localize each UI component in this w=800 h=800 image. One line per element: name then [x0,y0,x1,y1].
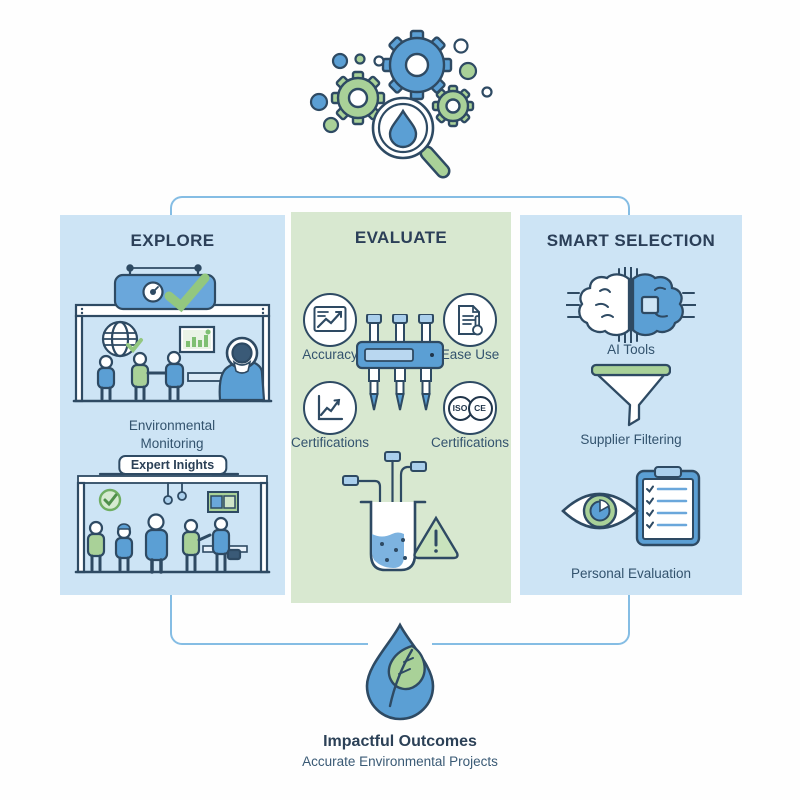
document-touch-icon [443,293,497,347]
smart-item-label: AI Tools [607,342,655,357]
top-connector-bracket [170,196,630,217]
gear-icon-green-right [431,84,475,128]
check-circle-icon [98,488,122,512]
visitors-figures [96,350,185,401]
feature-label: Accuracy [302,347,358,362]
gear-icon-green-left [330,70,386,126]
smart-item-label: Supplier Filtering [580,432,682,447]
expert-insights-scene: Expert Inights [70,455,275,591]
feature-label: Ease Use [440,347,500,362]
bar-chart-monitor-icon [178,325,216,354]
trend-board-icon [303,293,357,347]
globe-icon [101,320,143,358]
growth-chart-icon [303,381,357,435]
warning-triangle-icon [413,515,459,560]
bottom-connector-right [432,595,630,645]
magnifier-handle [419,145,451,179]
expert-insights-booth-illustration [74,472,271,574]
feature-label: Certifications [290,435,370,450]
gears-magnifier-waterdrop-icon [309,29,493,179]
iso-ce-badges-icon: ISO CE [443,381,497,435]
outcome-title: Impactful Outcomes [323,733,477,750]
magnifier-waterdrop-icon [371,96,435,160]
decorative-dots [309,38,493,134]
feature-label: Certifications [430,435,510,450]
gear-icon-blue [381,29,453,101]
expert-insights-sign: Expert Inights [117,455,228,475]
environmental-monitoring-booth-illustration [72,264,273,403]
crowd-figures [86,513,242,574]
funnel-icon [591,363,671,427]
panel-evaluate: EVALUATE Accuracy [291,212,511,603]
pendant-lights-icon [163,482,187,505]
outcome-subtitle: Accurate Environmental Projects [302,754,498,769]
ai-brain-chip-icon [566,267,696,343]
eye-checklist-icon [561,465,701,547]
researcher-magnifier-figure [218,336,266,402]
evaluate-title: EVALUATE [354,228,448,247]
multi-probe-meter-icon [356,314,444,411]
environmental-monitoring-caption: Environmental Monitoring [128,418,216,451]
smart-item-label: Personal Evaluation [570,566,692,581]
beaker-test-warning-icon [342,451,459,572]
ce-badge: CE [467,395,493,421]
checked-sign-icon [113,273,217,313]
notice-board-icon [207,491,239,513]
smart-selection-title: SMART SELECTION [546,231,716,250]
explore-title: EXPLORE [130,231,215,250]
beaker-icon [359,500,427,572]
bottom-connector-left [170,595,368,645]
waterdrop-leaf-icon [365,622,435,721]
panel-explore: EXPLORE [60,215,285,595]
panel-smart-selection: SMART SELECTION AI Tools [520,215,742,595]
